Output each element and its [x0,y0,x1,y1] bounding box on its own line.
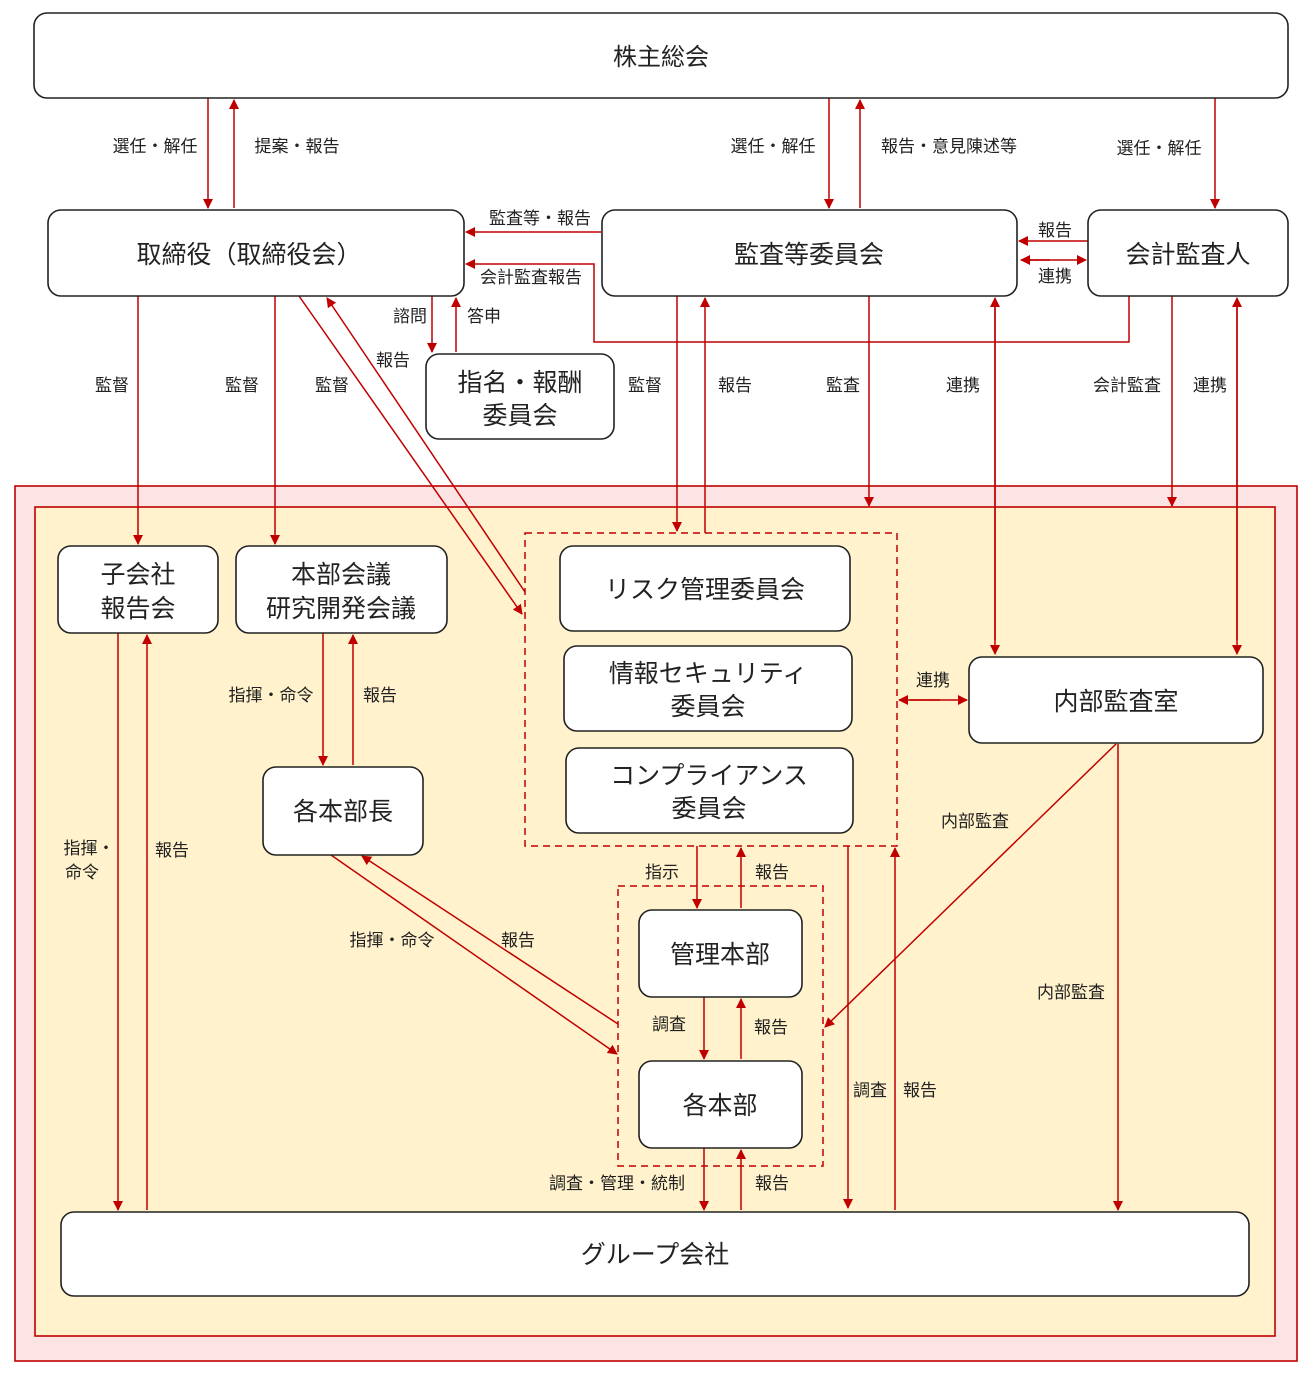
label-internal-audit: 内部監査 [1037,983,1105,1003]
subsidiary-label-2: 報告会 [100,594,175,623]
shareholders-meeting-box: 株主総会 [33,12,1289,99]
label-supervise: 監督 [95,376,129,396]
subsidiary-meeting-box: 子会社 報告会 [57,545,219,634]
label-instruct: 指示 [645,863,679,883]
hq-meeting-label-2: 研究開発会議 [266,594,416,623]
accounting-auditor-label: 会計監査人 [1125,240,1250,269]
divisions-label: 各本部 [682,1091,757,1120]
risk-committee-box: リスク管理委員会 [559,545,851,632]
audit-committee-box: 監査等委員会 [601,209,1018,297]
connector-labels: 選任・解任 提案・報告 選任・解任 報告・意見陳述等 選任・解任 監査等・報告 … [64,137,1228,1194]
label-report: 報告 [718,376,752,396]
infosec-label-1: 情報セキュリティ [609,659,808,688]
label-report: 報告 [755,1174,789,1194]
label-report-opinion: 報告・意見陳述等 [881,137,1017,157]
label-cooperation: 連携 [1038,267,1072,287]
admin-hq-box: 管理本部 [638,909,803,998]
infosec-committee-box: 情報セキュリティ 委員会 [563,645,853,732]
hq-meeting-box: 本部会議 研究開発会議 [235,545,448,634]
label-accounting-audit: 会計監査 [1093,376,1161,396]
label-command: 指揮・命令 [229,686,314,706]
admin-hq-label: 管理本部 [670,940,770,969]
group-companies-label: グループ会社 [581,1240,730,1269]
risk-committee-label: リスク管理委員会 [605,575,805,604]
label-supervise: 監督 [315,376,349,396]
hq-meeting-label-1: 本部会議 [291,560,391,589]
label-command-2: 命令 [65,863,99,883]
label-investigate-manage: 調査・管理・統制 [549,1174,685,1194]
label-internal-audit: 内部監査 [941,812,1009,832]
label-report: 報告 [501,931,535,951]
label-investigate: 調査 [652,1015,686,1035]
division-heads-box: 各本部長 [262,766,424,856]
group-companies-box: グループ会社 [60,1211,1250,1297]
label-command: 指揮・命令 [350,931,435,951]
board-label: 取締役（取締役会） [136,240,361,269]
committees-group [524,532,898,847]
infosec-label-2: 委員会 [670,692,745,721]
accounting-auditor-box: 会計監査人 [1087,209,1289,297]
label-report: 報告 [755,863,789,883]
label-cooperation: 連携 [916,671,950,691]
label-report: 報告 [1038,221,1072,241]
audit-committee-label: 監査等委員会 [734,240,884,269]
label-supervise: 監督 [628,376,662,396]
compliance-label-1: コンプライアンス [610,761,808,790]
label-report: 報告 [903,1081,937,1101]
board-of-directors-box: 取締役（取締役会） [47,209,465,297]
internal-audit-box: 内部監査室 [968,656,1264,744]
compliance-committee-box: コンプライアンス 委員会 [565,747,854,834]
internal-audit-label: 内部監査室 [1053,687,1178,716]
admin-divisions-group [617,885,824,1167]
label-report: 報告 [155,841,189,861]
label-answer: 答申 [467,307,501,327]
compliance-label-2: 委員会 [671,794,746,823]
label-report: 報告 [754,1018,788,1038]
label-audit-report: 監査等・報告 [489,209,591,229]
label-report: 報告 [363,686,397,706]
label-investigate: 調査 [853,1081,887,1101]
label-command-1: 指揮・ [64,839,115,859]
label-select-dismiss: 選任・解任 [1117,139,1202,159]
connectors [113,98,1242,1211]
label-proposal-report: 提案・報告 [255,137,340,157]
label-select-dismiss: 選任・解任 [731,137,816,157]
division-heads-label: 各本部長 [293,797,393,826]
divisions-box: 各本部 [638,1060,803,1149]
nomination-label-2: 委員会 [482,401,557,430]
nomination-label-1: 指名・報酬 [457,368,582,397]
subsidiary-label-1: 子会社 [100,560,175,589]
label-select-dismiss: 選任・解任 [113,137,198,157]
label-accounting-audit-report: 会計監査報告 [480,268,582,288]
label-consult: 諮問 [393,307,427,327]
nomination-committee-box: 指名・報酬 委員会 [425,353,615,440]
label-cooperation: 連携 [1193,376,1227,396]
label-report: 報告 [376,351,410,371]
label-supervise: 監督 [225,376,259,396]
label-audit: 監査 [826,376,860,396]
shareholders-label: 株主総会 [613,43,709,71]
label-cooperation: 連携 [946,376,980,396]
